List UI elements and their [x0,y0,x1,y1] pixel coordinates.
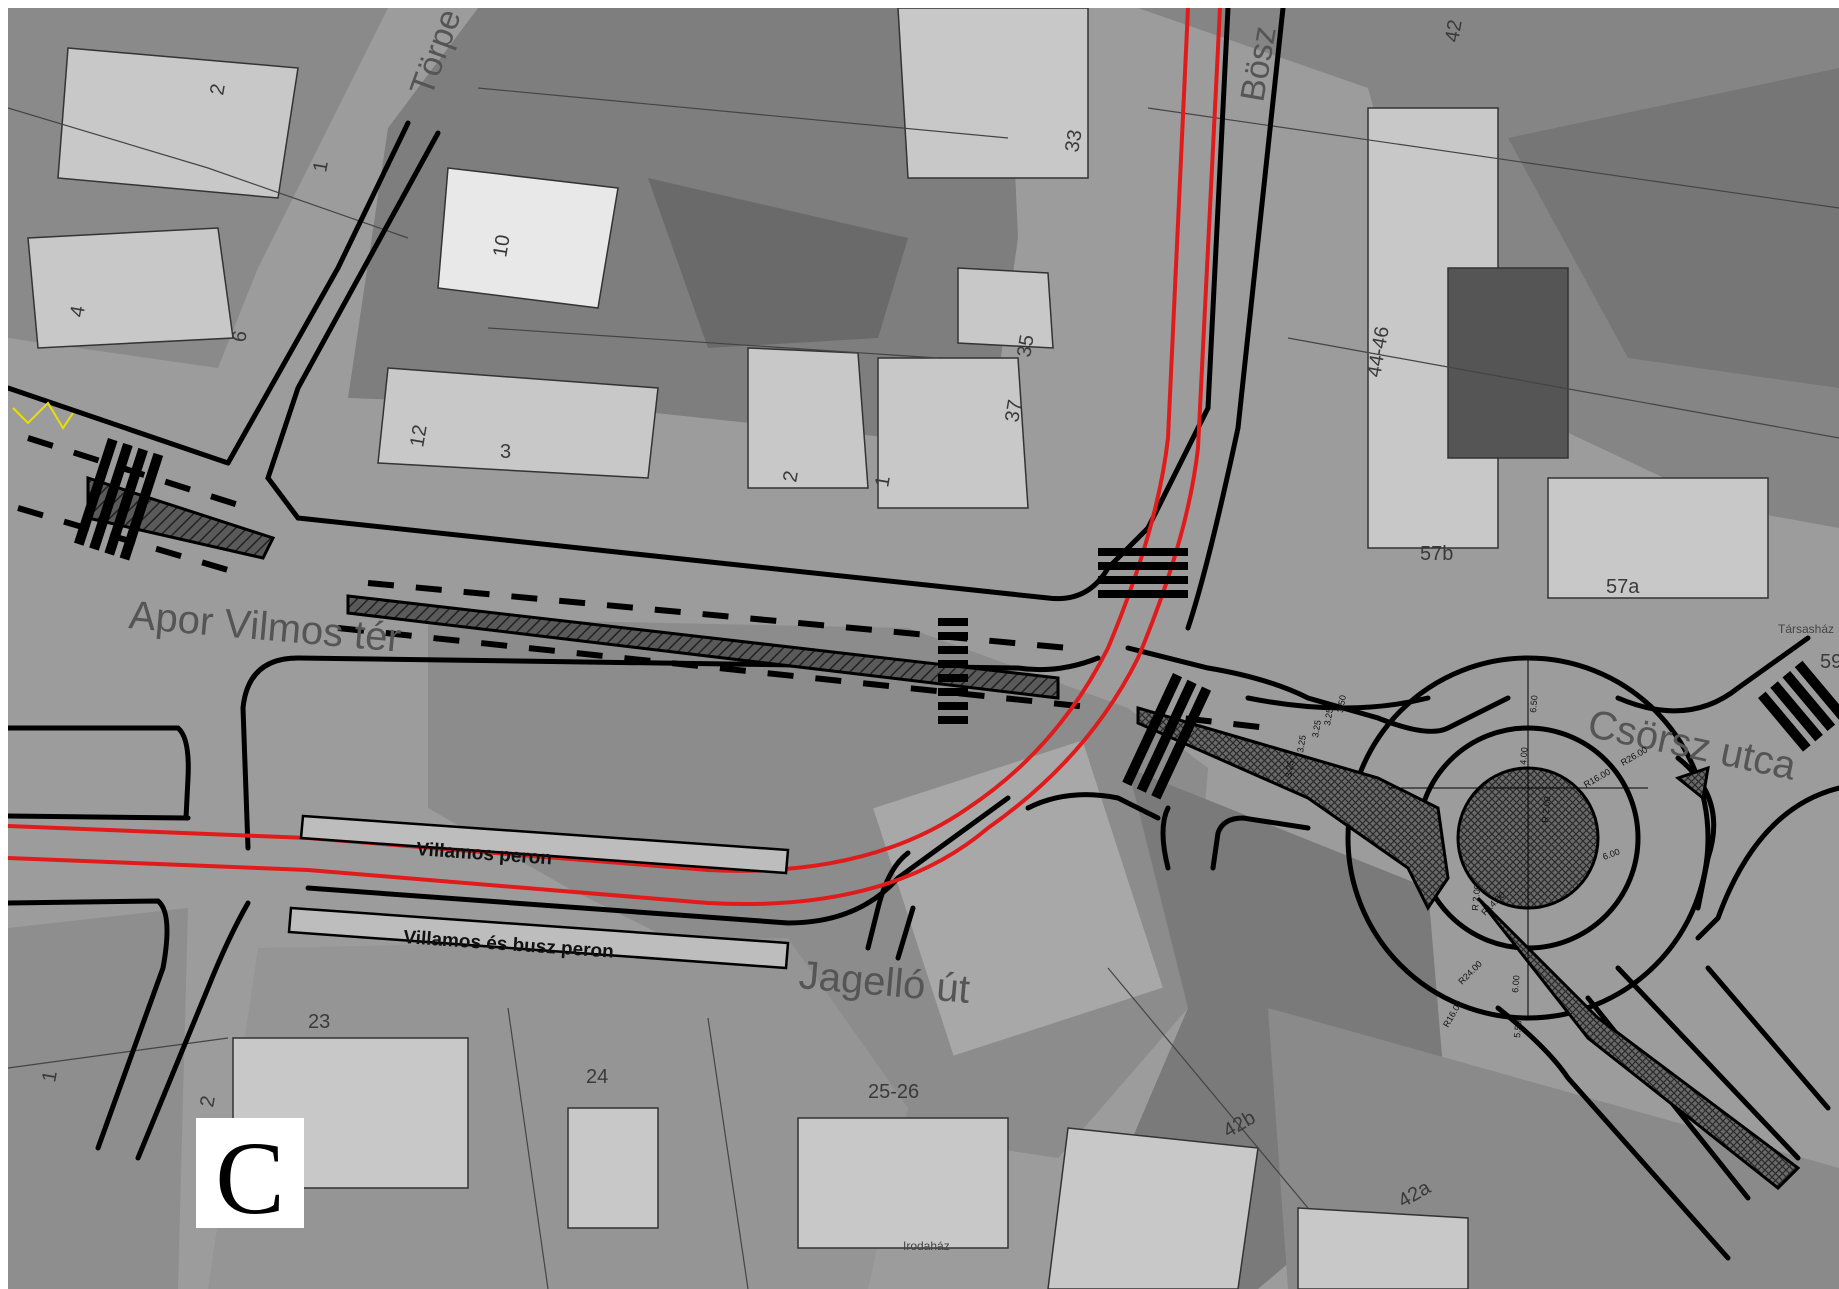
dim-label: 4.00 [1518,747,1529,765]
dim-label: 3.25 [1310,719,1323,738]
buildings [27,8,1769,1289]
house-number: 2 [206,82,230,97]
house-number: 10 [489,233,515,259]
house-number: 23 [308,1011,330,1033]
dim-label: 5.50 [1512,1020,1523,1038]
small-label-office: Irodaház [903,1239,950,1253]
house-number: 2 [196,1094,220,1109]
house-number: 33 [1061,128,1087,154]
house-number: 57b [1420,543,1453,565]
house-number: 37 [1001,398,1027,424]
dim-label: 3.25 [1295,734,1308,753]
dim-label: 6.50 [1528,695,1539,713]
house-number: 4 [66,304,90,319]
dim-label: R 2.00 [1540,796,1552,823]
house-number: 42 [1441,18,1467,44]
survey-marker [12,401,74,430]
dim-label: 3.25 [1283,759,1296,778]
approach-dimension-labels: 3.25 3.25 3.25 3.25 3.50 [1283,694,1348,778]
house-number: 1 [38,1069,62,1084]
house-number: 25-26 [868,1081,919,1103]
dim-label: 3.50 [1335,694,1348,713]
sheet-letter-badge: C [196,1118,304,1236]
tram-tracks [8,8,1222,907]
aerial-photo [8,8,1839,1289]
small-label-lobby: Társasház [1778,622,1834,636]
crosswalks [74,438,1839,800]
house-number: 6 [228,329,252,344]
dimension-lines [1388,658,1648,1018]
dim-label: 3.25 [1322,707,1335,726]
tram-platforms [287,814,790,970]
parcel-lines [8,87,1839,1289]
house-number: 12 [406,423,432,449]
house-number: 24 [586,1066,608,1088]
house-number: 1 [309,159,333,174]
house-number: 1 [871,474,895,489]
house-numbers: 2 1 4 6 10 12 3 33 35 37 2 1 42 44-46 57… [38,18,1839,1212]
dim-label: R 2.00 [1470,884,1482,911]
house-number: 57a [1606,576,1640,598]
map-canvas: Törpe Bösz Apor Vilmos tér Csörsz utca J… [8,8,1839,1289]
sheet-letter: C [215,1121,284,1236]
house-number: 35 [1013,333,1039,359]
dim-label: 6.00 [1510,975,1521,993]
house-number: 2 [779,469,803,484]
small-labels: Társasház Irodaház [903,622,1834,1253]
house-number: 3 [500,441,511,463]
house-number: 59 [1820,651,1839,673]
road-edges [8,8,1839,1261]
